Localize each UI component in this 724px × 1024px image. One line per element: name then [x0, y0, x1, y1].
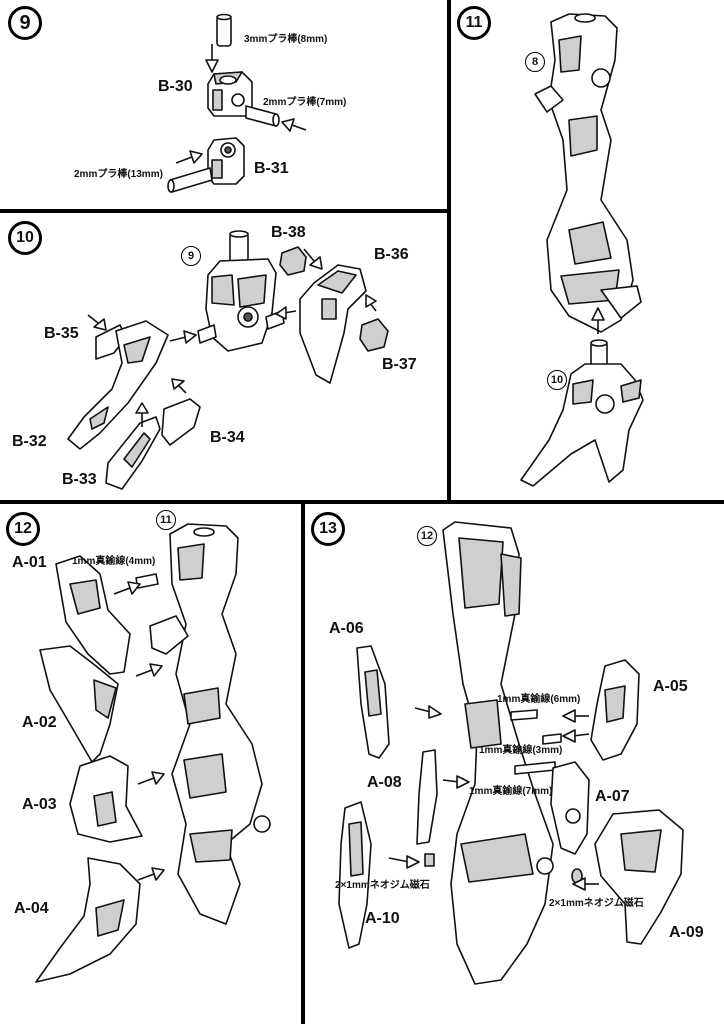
reference-badge-step-9: 9 [181, 246, 201, 266]
note-2mm-rod-13mm: 2mmプラ棒(13mm) [74, 169, 163, 180]
part-label-a06: A-06 [329, 620, 364, 637]
step-number-badge: 9 [8, 6, 42, 40]
step-13-panel: 13 12 [305, 504, 724, 1024]
step-9-illustration [167, 13, 307, 193]
step-number-badge: 10 [8, 221, 42, 255]
frame-divider-vertical-top [447, 0, 451, 502]
part-label-b33: B-33 [62, 471, 97, 488]
step-11-panel: 11 8 10 [451, 0, 724, 500]
step-number-badge: 12 [6, 512, 40, 546]
note-1mm-brass-wire-3mm: 1mm真鍮線(3mm) [479, 745, 563, 756]
note-neodymium-magnet-right: 2×1mmネオジム磁石 [549, 898, 644, 909]
part-label-b37: B-37 [382, 356, 417, 373]
part-label-a10: A-10 [365, 910, 400, 927]
note-1mm-brass-wire-6mm: 1mm真鍮線(6mm) [497, 694, 581, 705]
part-label-b31: B-31 [254, 160, 289, 177]
note-neodymium-magnet-left: 2×1mmネオジム磁石 [335, 880, 430, 891]
part-label-a07: A-07 [595, 788, 630, 805]
part-label-a04: A-04 [14, 900, 49, 917]
step-10-illustration [67, 230, 389, 490]
note-1mm-brass-wire-4mm: 1mm真鍮線(4mm) [72, 556, 156, 567]
part-label-a08: A-08 [367, 774, 402, 791]
note-2mm-rod-7mm: 2mmプラ棒(7mm) [263, 97, 347, 108]
step-number-badge: 13 [311, 512, 345, 546]
reference-badge-step-12: 12 [417, 526, 437, 546]
part-label-a02: A-02 [22, 714, 57, 731]
part-label-a05: A-05 [653, 678, 688, 695]
step-number-badge: 11 [457, 6, 491, 40]
reference-badge-step-11: 11 [156, 510, 176, 530]
step-10-panel: 10 9 [0, 213, 447, 500]
reference-badge-step-8: 8 [525, 52, 545, 72]
step-9-panel: 9 3mmプラ棒(8mm) B-30 2mmプラ棒(7mm) B-31 2mmプ… [0, 0, 447, 209]
part-label-b35: B-35 [44, 325, 79, 342]
reference-badge-step-10: 10 [547, 370, 567, 390]
note-3mm-rod-8mm: 3mmプラ棒(8mm) [244, 34, 328, 45]
step-11-illustration [520, 13, 644, 487]
step-12-illustration [35, 523, 271, 983]
step-13-illustration [338, 521, 684, 985]
part-label-a01: A-01 [12, 554, 47, 571]
note-1mm-brass-wire-7mm: 1mm真鍮線(7mm) [469, 786, 553, 797]
step-12-panel: 12 11 A-01 1mm真鍮線(4mm) A-0 [0, 504, 301, 1024]
frame-divider-vertical-bottom [301, 502, 305, 1024]
part-label-a03: A-03 [22, 796, 57, 813]
frame-divider-horizontal-upper [0, 209, 449, 213]
part-label-b30: B-30 [158, 78, 193, 95]
part-label-b38: B-38 [271, 224, 306, 241]
part-label-a09: A-09 [669, 924, 704, 941]
frame-divider-horizontal-middle [0, 500, 724, 504]
part-label-b34: B-34 [210, 429, 245, 446]
part-label-b36: B-36 [374, 246, 409, 263]
part-label-b32: B-32 [12, 433, 47, 450]
